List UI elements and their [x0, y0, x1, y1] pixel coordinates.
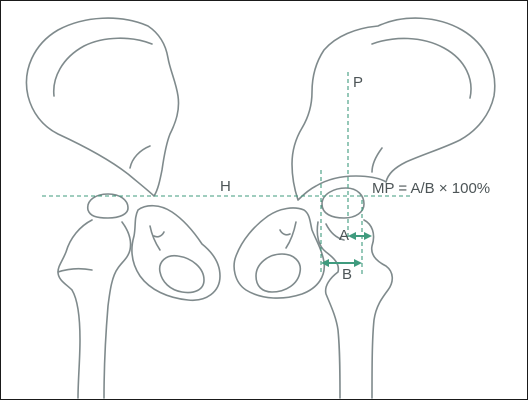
right-femoral-head [321, 187, 365, 219]
left-femur-inner [103, 221, 132, 399]
right-obturator-foramen [255, 253, 302, 293]
left-trochanter [57, 267, 93, 273]
label-a: A [339, 227, 349, 244]
label-h: H [220, 178, 231, 195]
left-femur [57, 219, 93, 399]
left-iliac-inner-contour [52, 37, 153, 97]
label-b: B [342, 266, 352, 283]
mp-formula: MP = A/B × 100% [372, 180, 490, 197]
left-femoral-head [86, 193, 129, 219]
right-femur-lateral [363, 219, 394, 399]
right-iliac-notch [371, 147, 383, 173]
left-obturator-foramen [158, 254, 205, 294]
left-ischium [131, 204, 221, 301]
left-iliac-wing [25, 17, 180, 197]
segment-a-arrowhead-right [364, 232, 372, 240]
right-ischium [233, 207, 326, 299]
left-ischial-spine [149, 225, 165, 251]
right-iliac-wing [291, 17, 496, 201]
segment-b-arrowhead-left [321, 259, 329, 267]
right-femur-neck [325, 223, 345, 241]
right-ischial-spine [279, 221, 297, 249]
right-femur [316, 221, 341, 399]
segment-a-arrowhead-left [348, 232, 356, 240]
segment-b-arrowhead-right [354, 259, 362, 267]
right-iliac-inner-contour [371, 37, 472, 99]
left-iliac-notch [129, 145, 151, 169]
label-p: P [353, 74, 363, 91]
